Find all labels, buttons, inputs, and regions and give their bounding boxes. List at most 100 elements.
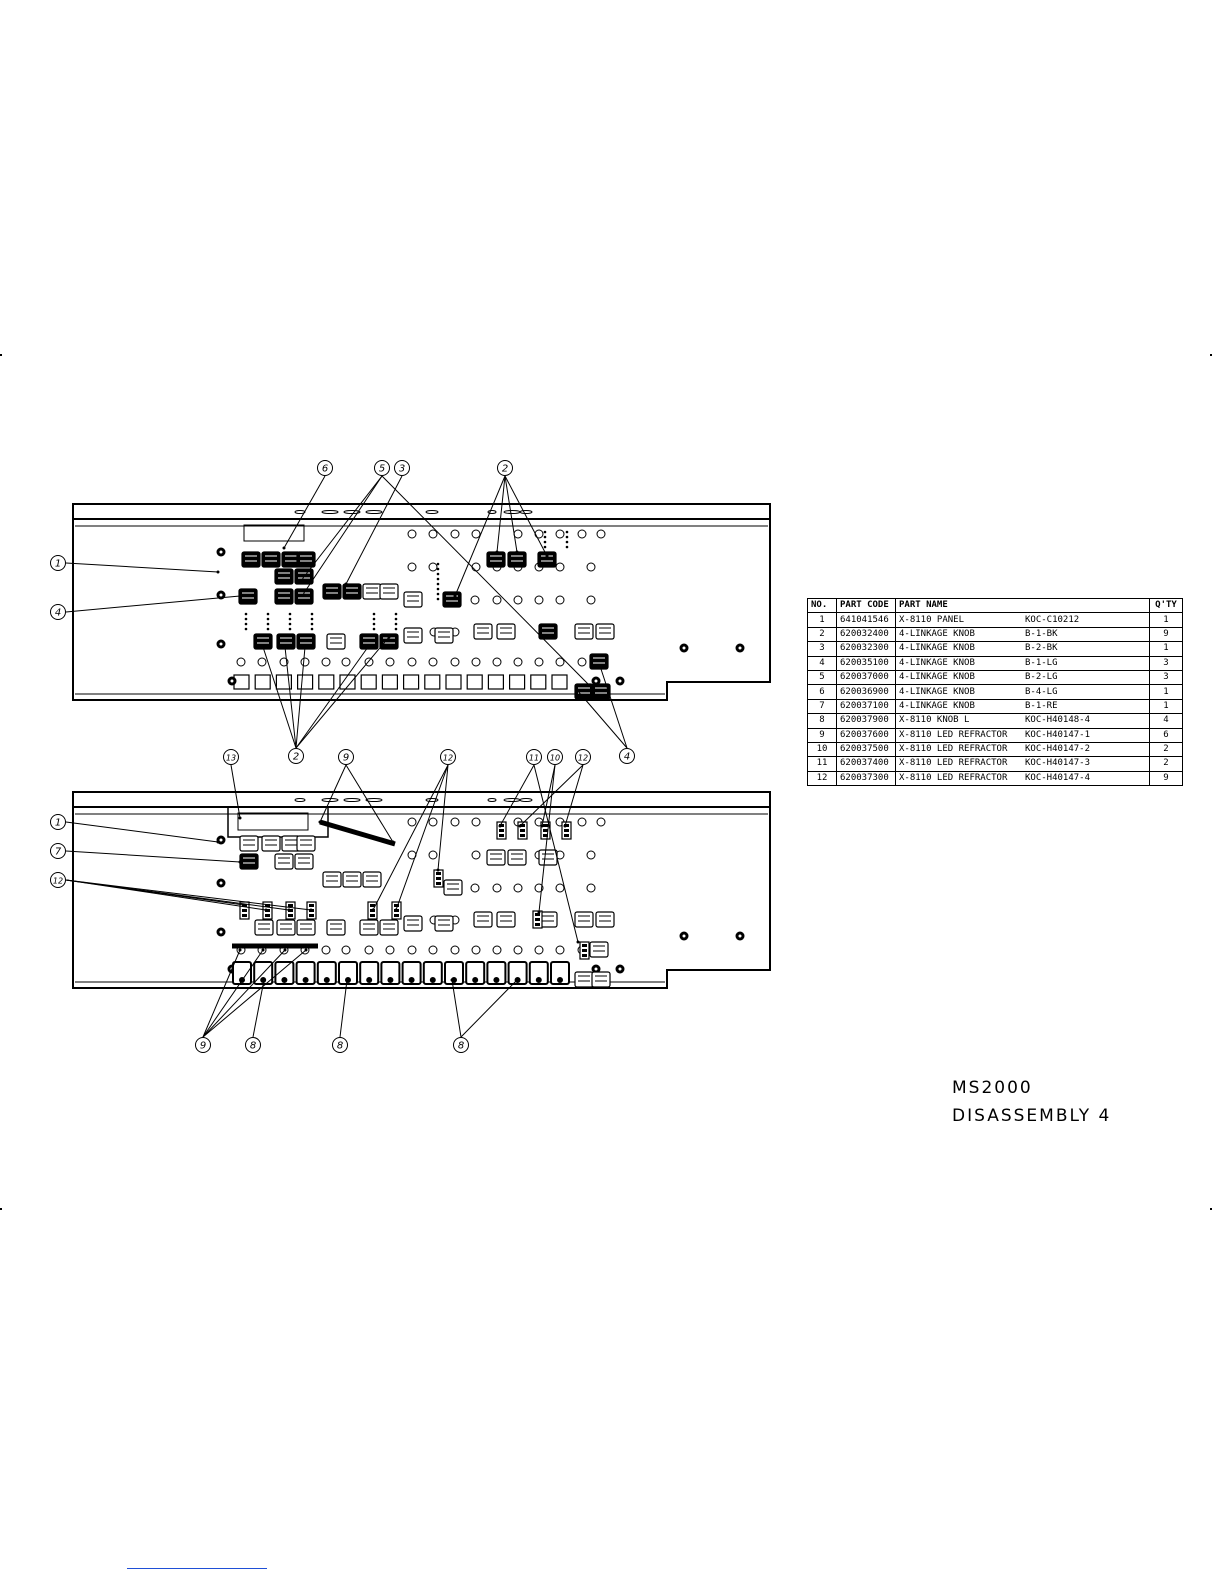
linkage-knob	[326, 919, 346, 936]
knob-l	[232, 961, 252, 985]
panel-hole	[577, 529, 587, 539]
linkage-knob	[239, 853, 259, 870]
callout-balloon	[50, 843, 66, 859]
part-qty-cell: 9	[1149, 770, 1183, 787]
led-dot	[394, 617, 398, 621]
panel-hole	[428, 850, 438, 860]
panel-hole	[471, 945, 481, 955]
panel-hole	[513, 595, 523, 605]
panel-hole	[385, 657, 395, 667]
linkage-knob	[496, 623, 516, 640]
callout-number: 2	[502, 464, 508, 475]
knob-l	[380, 961, 401, 985]
knob-l	[528, 961, 549, 985]
slot-mark	[519, 510, 533, 514]
leader-line	[262, 646, 297, 749]
leader-tip	[216, 840, 220, 844]
panel-hole	[596, 529, 606, 539]
leader-line	[230, 764, 241, 819]
part-code-cell: 620037300	[836, 770, 896, 787]
linkage-knob	[591, 971, 611, 988]
part-qty-cell: 4	[1149, 713, 1183, 729]
callout-number: 4	[624, 752, 630, 763]
panel-hole	[555, 529, 565, 539]
panel-hole	[471, 850, 481, 860]
leader-line	[451, 979, 462, 1038]
led-dot	[565, 545, 569, 549]
linkage-knob	[294, 588, 314, 605]
slot-mark	[503, 510, 521, 514]
led-dot	[372, 617, 376, 621]
linkage-knob	[591, 683, 611, 700]
callout-number: 10	[550, 754, 560, 763]
linkage-knob	[238, 588, 258, 605]
panel-hole	[428, 945, 438, 955]
leader-line	[504, 475, 548, 557]
panel-hole	[364, 945, 374, 955]
led-dot	[244, 622, 248, 626]
slot-mark	[487, 798, 497, 802]
panel-hole	[513, 945, 523, 955]
leader-line	[295, 636, 390, 749]
panel-hole	[577, 657, 587, 667]
panel-hole	[534, 595, 544, 605]
linkage-knob	[254, 919, 274, 936]
panel-hole	[450, 817, 460, 827]
leader-line	[65, 850, 241, 863]
linkage-knob	[322, 583, 342, 600]
leader-tip	[540, 824, 544, 828]
panel-hole	[471, 657, 481, 667]
led-dot	[436, 582, 440, 586]
leader-tip	[238, 860, 242, 864]
panel-hole	[586, 883, 596, 893]
part-spec-cell: KOC-C10212	[1022, 612, 1150, 628]
screw-hole-center	[738, 934, 742, 938]
callout-balloon	[50, 604, 66, 620]
panel-hole	[341, 945, 351, 955]
led-cell	[288, 914, 293, 917]
led-cell	[436, 877, 441, 880]
screw-hole-center	[618, 967, 622, 971]
leader-line	[202, 949, 286, 1038]
callout-number: 8	[250, 1041, 256, 1052]
sheet-title: DISASSEMBLY 4	[952, 1106, 1112, 1126]
panel-hole	[470, 595, 480, 605]
screw-hole-center	[682, 646, 686, 650]
linkage-knob	[379, 583, 399, 600]
part-code-cell: 620036900	[836, 684, 896, 700]
part-code-cell: 620037600	[836, 727, 896, 743]
square-button	[360, 674, 377, 690]
linkage-knob	[403, 915, 423, 932]
slot-mark	[425, 798, 439, 802]
leader-tip	[238, 594, 242, 598]
leader-tip	[216, 570, 220, 574]
screw-hole-center	[219, 642, 223, 646]
panel-outline	[72, 503, 771, 701]
callout-number: 1	[55, 559, 61, 570]
led-dot	[394, 612, 398, 616]
panel-hole	[300, 657, 310, 667]
slot-mark	[519, 798, 533, 802]
leader-line	[454, 475, 506, 597]
part-name-cell: 4-LINKAGE KNOB	[895, 684, 1022, 700]
knob-l	[465, 961, 486, 985]
led-dot	[288, 612, 292, 616]
knob-l-dot	[472, 977, 479, 983]
led-cell	[309, 914, 314, 917]
leader-tip	[518, 824, 522, 828]
led-cell	[582, 954, 587, 957]
screw-hole-center	[618, 679, 622, 683]
leader-tip	[262, 978, 266, 982]
leader-tip	[575, 688, 579, 692]
panel-hole	[428, 529, 438, 539]
screw-hole-center	[738, 646, 742, 650]
leader-tip	[303, 645, 307, 649]
leader-line	[599, 665, 628, 749]
panel-hole	[407, 529, 417, 539]
part-code-cell: 620037900	[836, 713, 896, 729]
part-qty-cell: 9	[1149, 626, 1183, 643]
